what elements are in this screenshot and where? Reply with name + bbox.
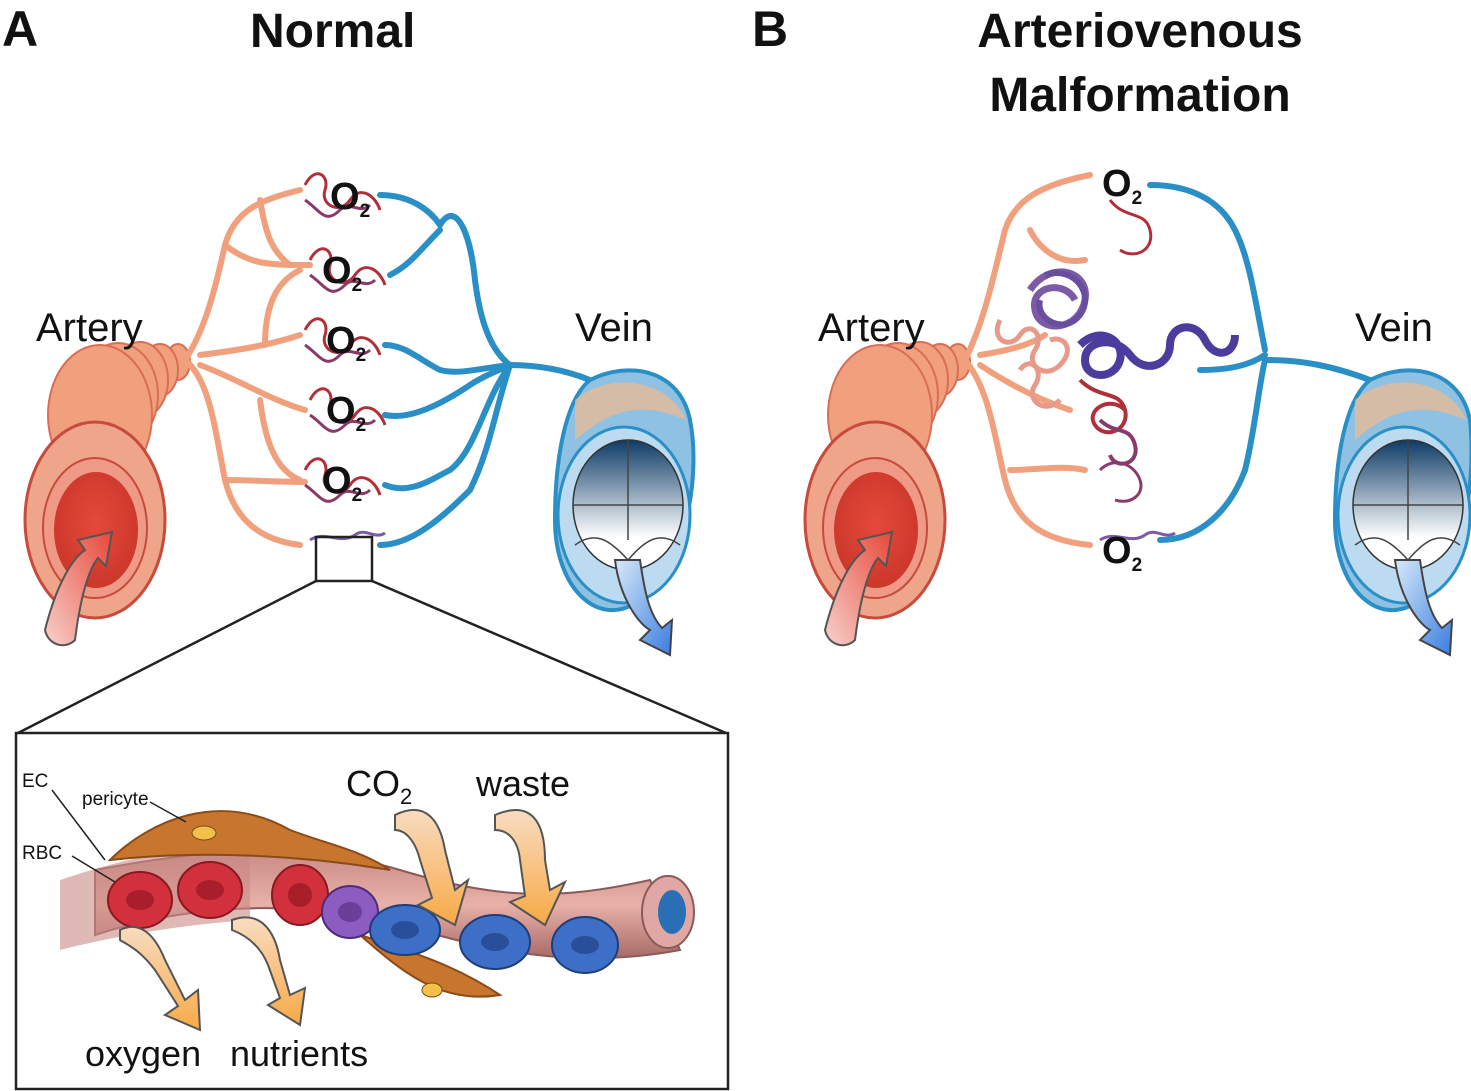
vein-label-b: Vein	[1355, 306, 1433, 350]
nutrients-label: nutrients	[230, 1033, 369, 1074]
o2-label: O2	[330, 176, 371, 222]
panel-b-title-line2: Malformation	[989, 69, 1291, 122]
zoom-callout	[14, 535, 730, 1091]
panel-b-title: Arteriovenous Malformation	[930, 0, 1350, 128]
artery-label-a: Artery	[36, 306, 143, 350]
co2-label: CO2	[346, 763, 413, 810]
o2-label: O2	[1102, 530, 1143, 576]
panel-b-arterioles	[962, 172, 1093, 548]
oxygen-label: oxygen	[85, 1033, 202, 1074]
panel-a-capillaries	[303, 172, 387, 542]
o2-label: O2	[326, 390, 367, 436]
artery-flow-arrow-b	[823, 530, 894, 647]
panel-b-nidus	[995, 199, 1239, 542]
rbc-label: RBC	[22, 843, 63, 864]
o2-label: O2	[322, 250, 363, 296]
o2-label: O2	[322, 460, 363, 506]
vein-flow-arrow	[613, 559, 674, 657]
panel-a-venules	[377, 192, 593, 548]
nutrients-arrow	[231, 916, 307, 1027]
panel-a-artery	[23, 341, 191, 647]
waste-arrow	[494, 809, 568, 927]
panel-b-title-line1: Arteriovenous	[977, 5, 1303, 58]
panel-b-artery	[803, 341, 971, 647]
inset-exchange-arrows	[119, 809, 568, 1032]
vein-flow-arrow-b	[1393, 559, 1454, 657]
panel-a-title: Normal	[250, 5, 416, 58]
co2-arrow	[394, 809, 470, 927]
artery-flow-arrow	[43, 530, 114, 647]
panel-b-vein	[1332, 368, 1471, 657]
artery-label-b: Artery	[818, 306, 925, 350]
o2-label: O2	[1102, 163, 1143, 209]
pericyte-label: pericyte	[82, 789, 149, 810]
pericyte-top	[107, 810, 391, 871]
panel-a-letter: A	[2, 1, 39, 57]
panel-b-venules	[1147, 182, 1373, 543]
oxygen-arrow	[119, 925, 202, 1032]
waste-label: waste	[476, 763, 571, 804]
ec-label: EC	[22, 771, 49, 792]
o2-label: O2	[326, 320, 367, 366]
inset-capillary	[51, 789, 695, 998]
zoom-region-box	[314, 535, 374, 583]
panel-a-arterioles	[182, 187, 313, 548]
panel-a-vein	[552, 368, 696, 657]
panel-b-letter: B	[752, 1, 789, 57]
vein-label-a: Vein	[575, 306, 653, 350]
inset-frame	[14, 731, 730, 1091]
